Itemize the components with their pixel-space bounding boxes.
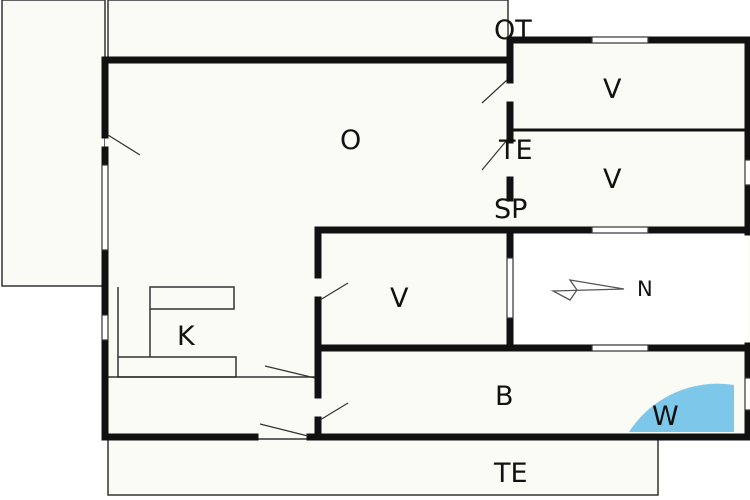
label-o: O bbox=[340, 125, 362, 156]
window-right-2 bbox=[744, 377, 750, 411]
door-swing-te bbox=[481, 139, 508, 171]
kitchen-fittings bbox=[105, 286, 318, 378]
walls bbox=[101, 36, 750, 441]
main-floor bbox=[105, 60, 510, 438]
bottom-terrace bbox=[107, 438, 659, 496]
label-te-bottom: TE bbox=[494, 458, 528, 489]
label-te-upper: TE bbox=[499, 135, 533, 166]
north-arrow-icon bbox=[550, 279, 625, 301]
label-b: B bbox=[495, 381, 514, 412]
door-swing-top bbox=[481, 79, 508, 104]
label-v-small: V bbox=[390, 283, 409, 314]
window-n-bath bbox=[591, 344, 649, 352]
terraces bbox=[1, 0, 659, 496]
door-swing-small-v bbox=[319, 282, 349, 301]
label-sp: SP bbox=[494, 194, 528, 225]
top-terrace bbox=[107, 0, 509, 59]
label-w: W bbox=[652, 401, 679, 432]
door-swings bbox=[107, 79, 508, 437]
left-terrace bbox=[1, 0, 106, 287]
window-bedroom-split bbox=[591, 226, 649, 234]
room-n-floor bbox=[515, 232, 748, 344]
window-left-1 bbox=[101, 164, 109, 251]
window-right-1 bbox=[744, 159, 750, 186]
door-swing-left bbox=[107, 134, 141, 156]
door-swing-bottom bbox=[259, 423, 309, 437]
window-top-right bbox=[591, 36, 649, 44]
label-n: N bbox=[637, 277, 653, 301]
shower-area-icon bbox=[629, 383, 734, 432]
label-v-top: V bbox=[603, 74, 622, 105]
label-ot: OT bbox=[494, 15, 532, 46]
door-swing-kitchen bbox=[264, 365, 316, 379]
kitchen-counter-top bbox=[149, 286, 235, 310]
label-k: K bbox=[177, 321, 195, 352]
door-swing-bath bbox=[319, 402, 349, 421]
kitchen-counter-bottom bbox=[117, 356, 237, 378]
window-mid-1 bbox=[506, 257, 514, 319]
window-left-2 bbox=[101, 314, 109, 341]
label-v-mid: V bbox=[603, 164, 622, 195]
windows bbox=[101, 36, 750, 411]
